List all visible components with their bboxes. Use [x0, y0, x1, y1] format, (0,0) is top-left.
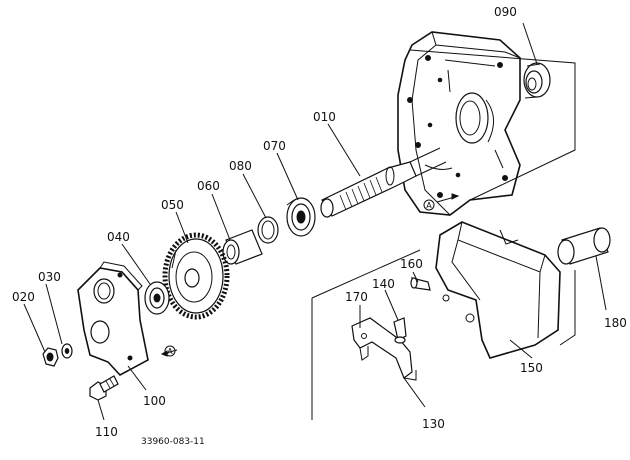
transmission-case — [397, 31, 521, 216]
collar-180 — [557, 227, 611, 265]
callout-130: 130 — [422, 417, 445, 431]
callout-110: 110 — [95, 425, 118, 439]
callout-030: 030 — [38, 270, 61, 284]
reference-mark-a-upper: A — [423, 199, 435, 211]
callout-100: 100 — [143, 394, 166, 408]
callout-150: 150 — [520, 361, 543, 375]
callout-010: 010 — [313, 110, 336, 124]
callout-050: 050 — [161, 198, 184, 212]
callout-060: 060 — [197, 179, 220, 193]
callout-070: 070 — [263, 139, 286, 153]
callout-020: 020 — [12, 290, 35, 304]
callout-140: 140 — [372, 277, 395, 291]
reference-plane-lower — [311, 249, 576, 420]
callout-080: 080 — [229, 159, 252, 173]
ring-080 — [257, 216, 279, 244]
pin-160 — [410, 277, 431, 291]
reference-mark-a-lower: A — [164, 345, 176, 357]
drawing-number: 33960-083-11 — [141, 437, 205, 447]
nut-020 — [42, 347, 59, 367]
bracket-plate-100 — [77, 261, 149, 376]
reference-mark-label: A — [426, 201, 432, 210]
reference-mark-label: A — [167, 347, 173, 356]
callout-180: 180 — [604, 316, 627, 330]
callout-170: 170 — [345, 290, 368, 304]
bearing-040 — [144, 281, 170, 315]
bearing-070 — [286, 197, 316, 237]
bolt-110 — [89, 375, 119, 401]
shaft-010 — [320, 147, 447, 218]
reference-plane-upper — [409, 49, 576, 201]
cover-150 — [435, 221, 561, 359]
bracket-170 — [351, 317, 417, 381]
callout-040: 040 — [107, 230, 130, 244]
screw-140 — [393, 317, 407, 344]
part-callouts: 010 020 030 040 050 060 070 080 090 100 … — [12, 5, 627, 439]
gear-050 — [162, 232, 230, 320]
callout-090: 090 — [494, 5, 517, 19]
oil-seal-090 — [523, 62, 551, 99]
sleeve-060 — [222, 229, 263, 265]
callout-160: 160 — [400, 257, 423, 271]
washer-030 — [61, 343, 73, 359]
